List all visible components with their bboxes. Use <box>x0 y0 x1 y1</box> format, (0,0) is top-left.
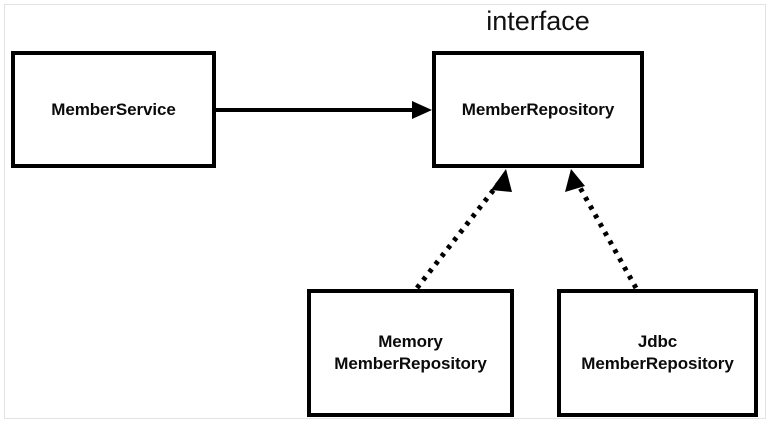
class-box-memory-member-repository[interactable]: Memory MemberRepository <box>307 289 514 417</box>
class-box-memory-member-repository-label: Memory MemberRepository <box>334 332 487 373</box>
class-box-member-service[interactable]: MemberService <box>11 51 216 168</box>
interface-box-member-repository-label: MemberRepository <box>461 99 615 119</box>
class-box-member-service-label: MemberService <box>51 99 176 119</box>
class-box-jdbc-member-repository[interactable]: Jdbc MemberRepository <box>557 289 758 417</box>
class-box-jdbc-member-repository-label: Jdbc MemberRepository <box>581 332 734 373</box>
interface-caption: interface <box>486 6 590 36</box>
interface-box-member-repository[interactable]: MemberRepository <box>432 51 644 168</box>
